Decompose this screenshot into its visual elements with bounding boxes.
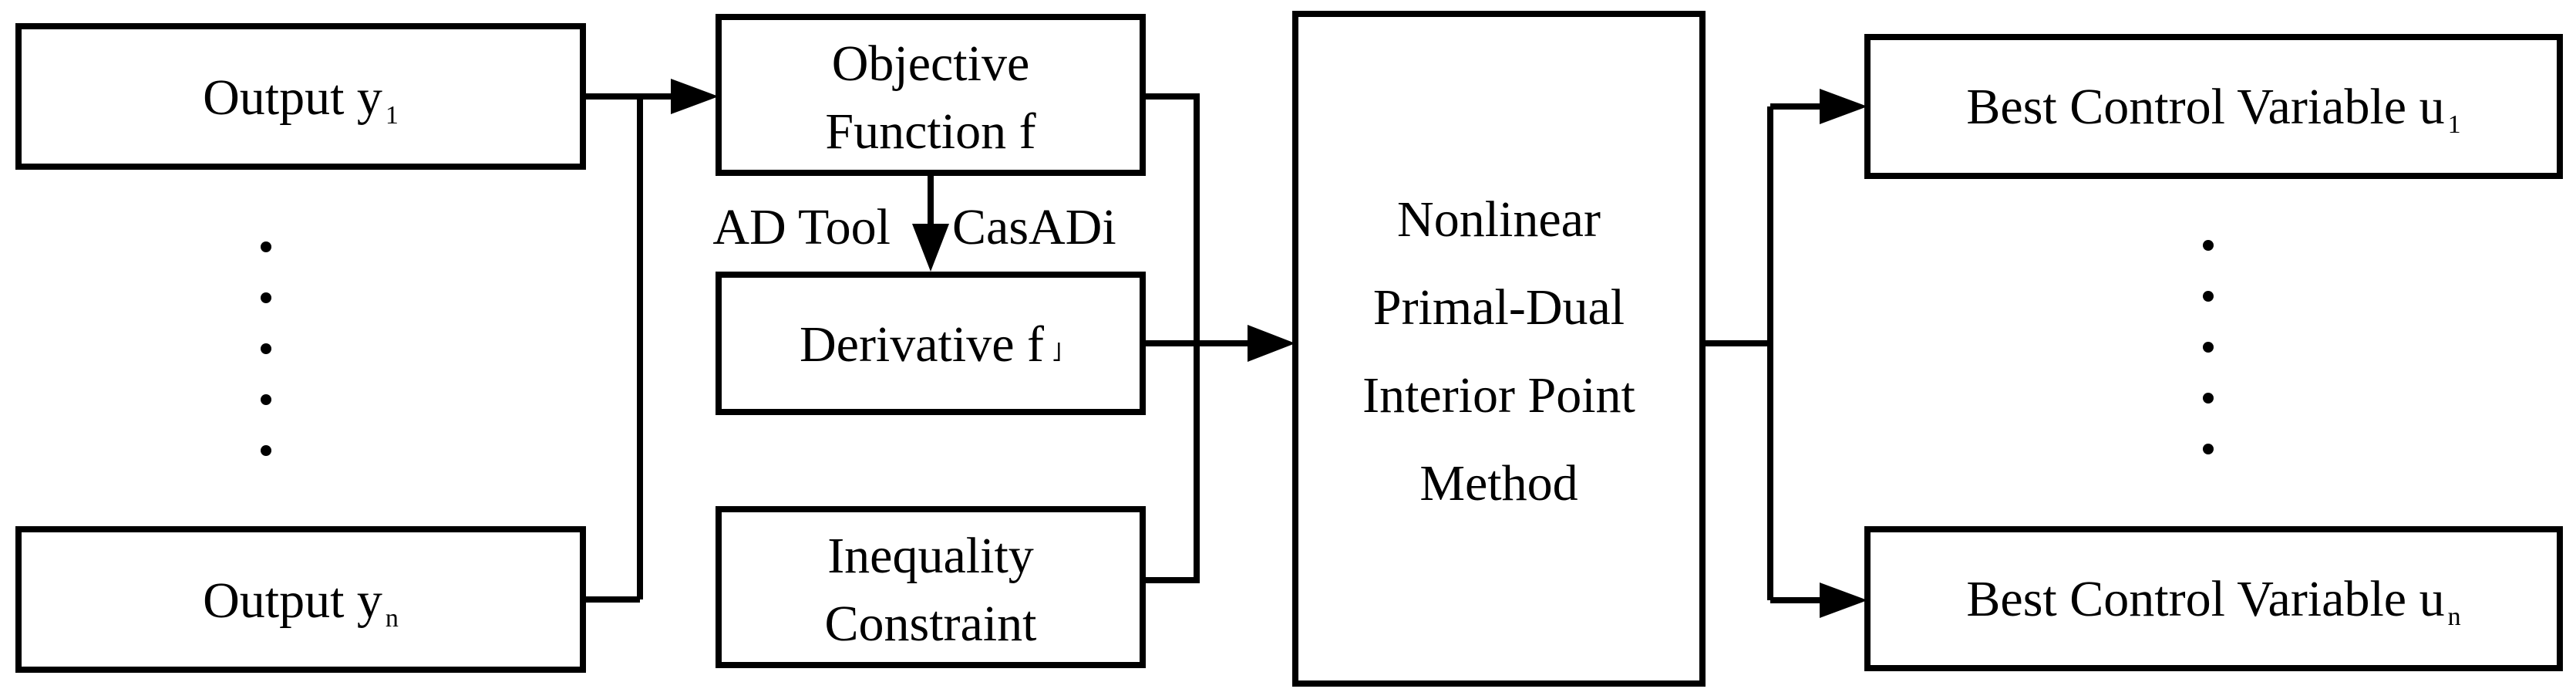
inputs-merge-connector — [583, 93, 672, 603]
output-y1-box — [15, 23, 586, 170]
arrowhead-to-u1 — [1820, 89, 1867, 124]
ellipsis-dot — [261, 241, 271, 252]
ellipsis-dot — [2203, 393, 2214, 404]
solver-line1: Nonlinear — [1397, 191, 1601, 248]
solver-node: Nonlinear Primal-Dual Interior Point Met… — [1292, 11, 1706, 687]
output-y1-subscript: 1 — [386, 101, 399, 130]
derivative-mark: ˩ — [1052, 339, 1062, 367]
ellipsis-dot — [261, 394, 271, 405]
arrowhead-to-un — [1820, 582, 1867, 618]
ellipsis-dot — [2203, 240, 2214, 251]
best-control-un-box — [1864, 526, 2563, 671]
best-control-u1-subscript: 1 — [2448, 110, 2461, 139]
inequality-constraint-line2: Constraint — [825, 596, 1037, 652]
solver-input-connector — [1143, 93, 1249, 583]
solver-output-connector — [1702, 103, 1821, 603]
derivative-text: Derivative f ˩ — [800, 316, 1062, 373]
inputs-ellipsis — [261, 241, 271, 456]
outputs-ellipsis — [2203, 240, 2214, 454]
best-control-u1-label: Best Control Variable u — [1966, 79, 2444, 135]
inequality-constraint-node: Inequality Constraint — [716, 506, 1146, 668]
solver-line2: Primal-Dual — [1373, 279, 1625, 336]
derivative-node: Derivative f ˩ — [716, 272, 1146, 415]
ellipsis-dot — [261, 445, 271, 456]
best-control-u1-box — [1864, 34, 2563, 179]
ellipsis-dot — [2203, 444, 2214, 454]
ellipsis-dot — [261, 292, 271, 303]
ellipsis-dot — [2203, 342, 2214, 353]
ellipsis-dot — [2203, 291, 2214, 302]
solver-line4: Method — [1419, 455, 1578, 512]
output-yn-label: Output y — [203, 572, 382, 629]
objective-function-line1: Objective — [832, 35, 1030, 92]
solver-box — [1292, 11, 1706, 687]
output-y1-label: Output y — [203, 69, 382, 126]
objective-function-line2: Function f — [825, 103, 1035, 160]
ellipsis-dot — [261, 343, 271, 354]
arrowhead-to-derivative — [912, 224, 949, 272]
solver-line3: Interior Point — [1362, 367, 1635, 424]
arrowhead-to-solver — [1248, 325, 1295, 362]
casadi-label: CasADi — [952, 199, 1116, 255]
inequality-constraint-box — [716, 506, 1146, 668]
inequality-constraint-line1: Inequality — [827, 528, 1034, 584]
output-yn-subscript: n — [386, 604, 399, 633]
output-yn-box — [15, 526, 586, 673]
objective-function-node: Objective Function f — [716, 14, 1146, 176]
best-control-un-subscript: n — [2448, 603, 2461, 631]
ad-tool-label: AD Tool — [712, 199, 891, 255]
derivative-label: Derivative f — [800, 316, 1044, 373]
best-control-un-label: Best Control Variable u — [1966, 571, 2444, 627]
arrowhead-to-objective — [671, 79, 719, 114]
